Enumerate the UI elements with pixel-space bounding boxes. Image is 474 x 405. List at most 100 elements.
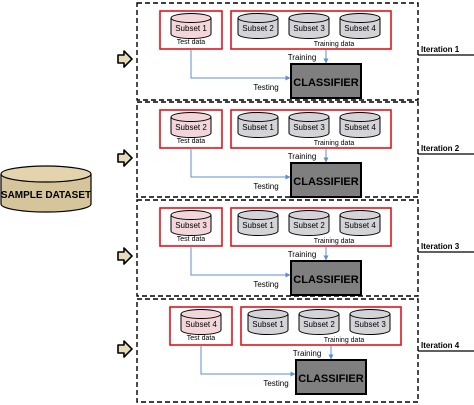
subset-label: Subset 3 [175, 221, 207, 230]
cylinder-top [288, 210, 330, 220]
classifier-label: CLASSIFIER [298, 373, 363, 385]
cylinder-top [180, 309, 222, 319]
panel-border [136, 199, 419, 297]
training-arrow-label: Training [288, 53, 317, 62]
cylinder-top [298, 309, 340, 319]
cylinder-top [339, 112, 381, 122]
cylinder-top [339, 13, 381, 23]
subset-label: Subset 3 [293, 123, 325, 132]
cylinder-top [288, 13, 330, 23]
test-subset-cylinder: Subset 3 [170, 210, 212, 236]
cylinder-top [288, 112, 330, 122]
testing-arrow [190, 50, 291, 81]
test-data-label: Test data [177, 138, 206, 145]
classifier-box [295, 359, 367, 395]
pointer-arrow-icon [117, 247, 133, 265]
subset-label: Subset 1 [242, 123, 274, 132]
pointer-arrow-icon [117, 149, 133, 167]
subset-label: Subset 1 [175, 24, 207, 33]
subset-label: Subset 2 [303, 320, 335, 329]
testing-arrow-label: Testing [253, 182, 278, 191]
training-subset-cylinder: Subset 2 [237, 13, 279, 39]
subset-label: Subset 2 [242, 24, 274, 33]
cylinder-body [349, 314, 391, 335]
training-data-label: Training data [324, 337, 365, 344]
subset-label: Subset 4 [344, 24, 376, 33]
cylinder-body [237, 215, 279, 236]
pointer-arrow-icon [117, 340, 133, 358]
subset-label: Subset 3 [354, 320, 386, 329]
iteration-label: Iteration 2 [421, 144, 460, 153]
cylinder-top [170, 13, 212, 23]
classifier-label: CLASSIFIER [293, 77, 358, 89]
training-data-label: Training data [314, 41, 355, 48]
cylinder-body [339, 18, 381, 39]
subset-label: Subset 4 [344, 123, 376, 132]
iteration-panel-1: Iteration 1 Subset 1 Test data Subset 2 Subs… [117, 2, 474, 101]
test-subset-cylinder: Subset 1 [170, 13, 212, 39]
cylinder-top [170, 112, 212, 122]
cylinder-top [349, 309, 391, 319]
testing-arrow-label: Testing [263, 379, 288, 388]
classifier-box [290, 63, 362, 99]
iteration-label: Iteration 4 [421, 341, 460, 350]
classifier-box [290, 260, 362, 296]
cylinder-top [237, 13, 279, 23]
subset-label: Subset 2 [175, 123, 207, 132]
training-subset-cylinder: Subset 3 [288, 112, 330, 138]
cylinder-top [170, 210, 212, 220]
testing-arrow [190, 149, 291, 180]
cylinder-body [170, 18, 212, 39]
cylinder-body [339, 215, 381, 236]
cylinder-body [170, 117, 212, 138]
test-data-label: Test data [187, 335, 216, 342]
subset-label: Subset 3 [293, 24, 325, 33]
testing-arrow [200, 346, 296, 377]
subset-label: Subset 4 [344, 221, 376, 230]
iteration-panel-2: Iteration 2 Subset 2 Test data Subset 1 Subs… [117, 101, 474, 198]
classifier-box [290, 162, 362, 198]
training-data-label: Training data [314, 238, 355, 245]
cylinder-body [288, 215, 330, 236]
training-subset-cylinder: Subset 4 [339, 210, 381, 236]
pointer-arrow-icon [117, 50, 133, 68]
cylinder-body [237, 117, 279, 138]
training-subset-cylinder: Subset 2 [288, 210, 330, 236]
training-subset-cylinder: Subset 4 [339, 112, 381, 138]
test-data-label: Test data [177, 39, 206, 46]
cylinder-body [180, 314, 222, 335]
training-subset-cylinder: Subset 2 [298, 309, 340, 335]
cylinder-body [339, 117, 381, 138]
testing-arrow-label: Testing [253, 83, 278, 92]
cylinder-body [247, 314, 289, 335]
classifier-label: CLASSIFIER [293, 176, 358, 188]
subset-label: Subset 2 [293, 221, 325, 230]
iteration-label: Iteration 1 [421, 45, 460, 54]
cylinder-body [288, 117, 330, 138]
sample-dataset-cylinder: SAMPLE DATASET [0, 165, 92, 213]
testing-arrow-label: Testing [253, 280, 278, 289]
classifier-label: CLASSIFIER [293, 274, 358, 286]
subset-label: Subset 1 [242, 221, 274, 230]
training-subset-cylinder: Subset 1 [237, 210, 279, 236]
cylinder-top [339, 210, 381, 220]
subset-label: Subset 4 [185, 320, 217, 329]
test-subset-cylinder: Subset 2 [170, 112, 212, 138]
test-data-label: Test data [177, 236, 206, 243]
training-arrow-label: Training [293, 349, 322, 358]
test-subset-cylinder: Subset 4 [180, 309, 222, 335]
cylinder-top [237, 112, 279, 122]
training-subset-cylinder: Subset 1 [237, 112, 279, 138]
training-subset-cylinder: Subset 4 [339, 13, 381, 39]
cylinder-top [247, 309, 289, 319]
training-arrow-label: Training [288, 152, 317, 161]
panel-border [136, 2, 419, 101]
cylinder-body [288, 18, 330, 39]
testing-arrow [190, 247, 291, 278]
training-data-label: Training data [314, 140, 355, 147]
cylinder-body [237, 18, 279, 39]
